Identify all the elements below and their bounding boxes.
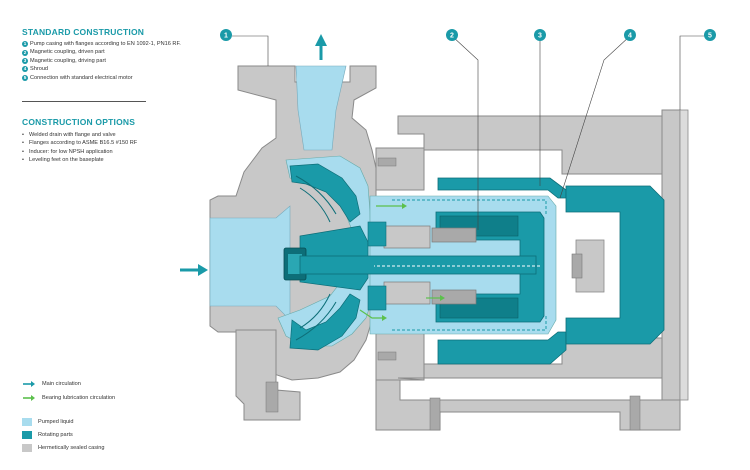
lantern-base — [375, 379, 681, 431]
green-arrow-icon — [23, 395, 35, 401]
front-bearing — [383, 225, 431, 249]
sealed-casing-swatch — [22, 444, 32, 452]
section-divider — [22, 101, 146, 102]
legend-bearing-circulation: Bearing lubrication circulation — [22, 394, 115, 402]
bolt — [377, 351, 397, 361]
motor-shaft — [571, 253, 583, 279]
legend-label: Main circulation — [42, 381, 81, 387]
standard-item-text: Magnetic coupling, driven part — [30, 49, 105, 56]
option-item: • Inducer: for low NPSH application — [22, 148, 137, 156]
svg-text:4: 4 — [628, 33, 632, 40]
legend-main-circulation: Main circulation — [22, 380, 81, 388]
motor-flange — [661, 109, 681, 401]
option-item: • Leveling feet on the baseplate — [22, 156, 137, 164]
impeller-blades — [295, 175, 337, 341]
drain-plug — [265, 381, 279, 413]
legend-sealed-casing: Hermetically sealed casing — [22, 444, 105, 452]
callout-4: 4 — [624, 29, 636, 41]
pumped-liquid-swatch — [22, 418, 32, 426]
option-item-text: Welded drain with flange and valve — [29, 132, 116, 138]
bullet-icon: • — [22, 157, 24, 164]
legend-label: Pumped liquid — [38, 419, 74, 425]
construction-options-list: • Welded drain with flange and valve • Fla… — [22, 131, 137, 165]
option-item-text: Inducer: for low NPSH application — [29, 148, 113, 155]
construction-options-heading: CONSTRUCTION OPTIONS — [22, 117, 136, 127]
option-item-text: Leveling feet on the baseplate — [29, 157, 104, 164]
legend-label: Hermetically sealed casing — [38, 445, 105, 451]
legend-label: Bearing lubrication circulation — [42, 395, 116, 401]
outlet-arrow-icon — [315, 34, 327, 46]
callout-badge: 4 — [22, 66, 28, 73]
standard-item-text: Connection with standard electrical moto… — [30, 74, 133, 81]
impeller — [289, 163, 361, 351]
legend-pumped-liquid: Pumped liquid — [22, 418, 73, 426]
rear-bearing — [431, 227, 477, 243]
rotating-parts-swatch — [22, 431, 32, 439]
callout-badge: 1 — [22, 41, 28, 48]
option-item-text: Flanges according to ASME B16.5 #150 RF — [29, 140, 138, 147]
suction-inlet — [209, 205, 291, 321]
callout-5: 5 — [704, 29, 716, 41]
pump-shaft — [299, 255, 537, 275]
legend-label: Rotating parts — [38, 432, 73, 438]
callout-badge: 2 — [22, 49, 28, 56]
bullet-icon: • — [22, 148, 24, 155]
drive-carrier — [565, 185, 665, 345]
callout-2: 2 — [446, 29, 458, 41]
lubrication-arrows — [359, 203, 445, 321]
standard-item-text: Pump casing with flanges according to EN… — [30, 41, 181, 47]
nut-face — [288, 254, 302, 274]
lantern-top — [397, 115, 681, 175]
callout-lines — [232, 35, 708, 230]
callout-1: 1 — [220, 29, 232, 41]
front-bearing-lower — [383, 281, 431, 305]
callout-badge: 3 — [22, 57, 28, 64]
svg-text:2: 2 — [450, 33, 454, 40]
rear-bearing-lower — [431, 289, 477, 305]
bullet-icon: • — [22, 132, 24, 138]
bullet-icon: • — [22, 140, 24, 147]
callout-badge: 5 — [22, 74, 28, 81]
svg-text:5: 5 — [708, 33, 712, 40]
legend-rotating-parts: Rotating parts — [22, 431, 73, 439]
standard-item-text: Magnetic coupling, driving part — [30, 57, 106, 64]
motor-flange-face — [679, 109, 689, 401]
callout-3: 3 — [534, 29, 546, 41]
sleeve-bottom — [367, 285, 387, 311]
bolt — [629, 395, 641, 431]
standard-item-text: Shroud — [30, 66, 49, 73]
pump-foot — [235, 329, 301, 421]
main-circulation-arrows — [180, 34, 547, 331]
bolt — [377, 157, 397, 167]
svg-text:3: 3 — [538, 33, 542, 40]
svg-text:1: 1 — [224, 33, 228, 40]
sleeve-top — [367, 221, 387, 247]
standard-construction-heading: STANDARD CONSTRUCTION — [22, 27, 145, 37]
option-item: • Welded drain with flange and valve — [22, 131, 137, 139]
teal-arrow-icon — [23, 381, 35, 387]
bolt — [429, 397, 441, 431]
discharge-channel — [295, 65, 347, 151]
option-item: • Flanges according to ASME B16.5 #150 RF — [22, 139, 137, 147]
inlet-arrow-icon — [198, 264, 208, 276]
